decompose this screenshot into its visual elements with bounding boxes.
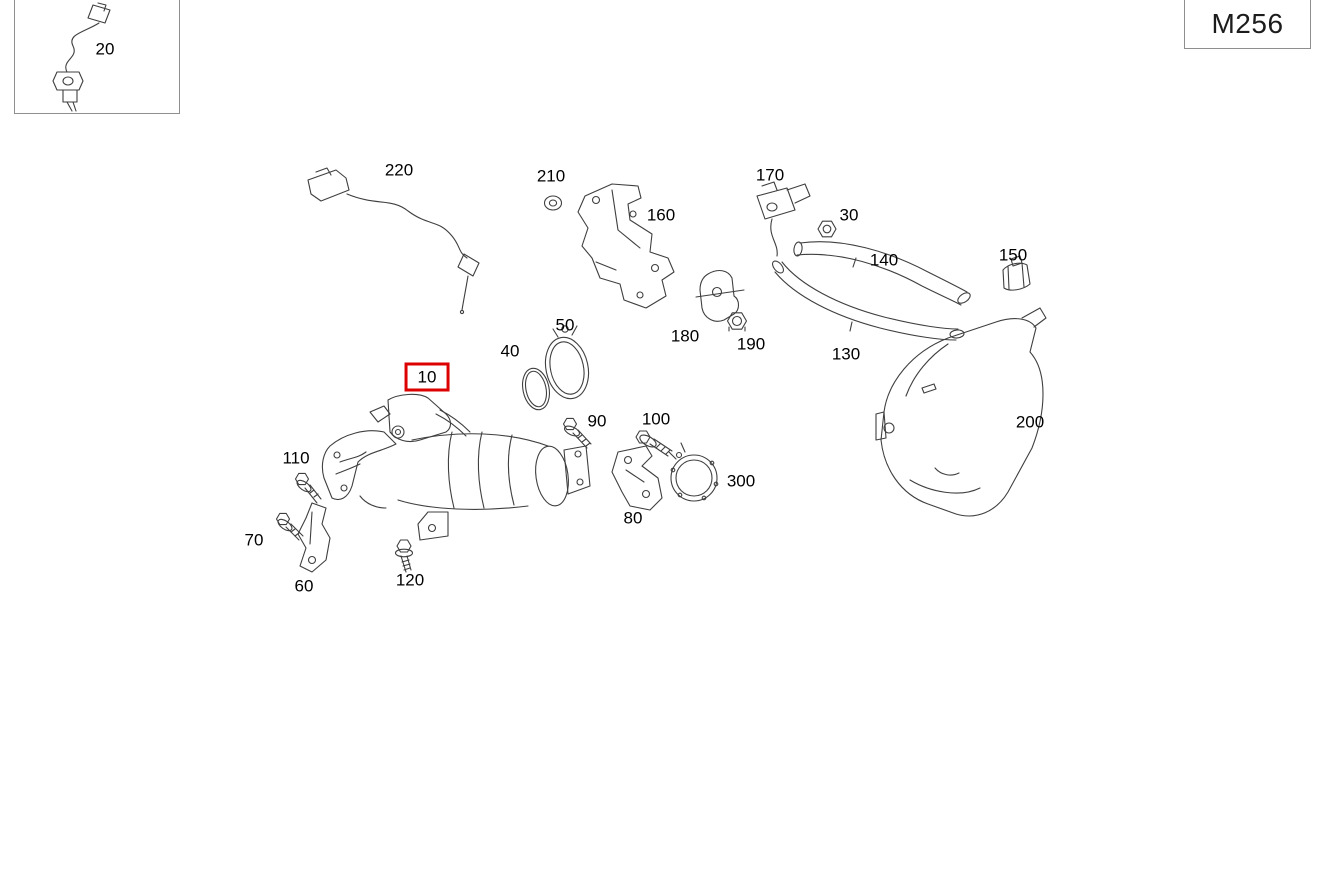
part-drawing-190[interactable] <box>726 312 748 332</box>
part-drawing-40[interactable] <box>519 366 553 412</box>
part-drawing-200[interactable] <box>875 307 1047 517</box>
part-drawing-30[interactable] <box>817 220 837 238</box>
part-drawing-110[interactable] <box>294 472 322 504</box>
part-label-30[interactable]: 30 <box>839 205 859 225</box>
part-drawing-70[interactable] <box>275 512 304 541</box>
part-drawing-60[interactable] <box>297 502 331 573</box>
part-label-60[interactable]: 60 <box>294 576 314 596</box>
part-drawing-180[interactable] <box>695 269 745 322</box>
part-label-190[interactable]: 190 <box>736 334 766 354</box>
part-label-10[interactable]: 10 <box>404 362 450 392</box>
part-label-210[interactable]: 210 <box>536 166 566 186</box>
part-drawing-130[interactable] <box>770 259 965 341</box>
part-label-40[interactable]: 40 <box>500 341 520 361</box>
part-label-140[interactable]: 140 <box>869 250 899 270</box>
part-drawing-80[interactable] <box>611 445 663 511</box>
part-label-20[interactable]: 20 <box>95 39 115 59</box>
detail-inset-box <box>14 0 180 114</box>
part-label-200[interactable]: 200 <box>1015 412 1045 432</box>
part-drawing-210[interactable] <box>543 195 563 211</box>
part-label-80[interactable]: 80 <box>623 508 643 528</box>
part-drawing-300[interactable] <box>668 442 719 502</box>
inset-part-drawing-20[interactable] <box>15 0 181 114</box>
part-drawing-160[interactable] <box>577 183 675 309</box>
part-label-150[interactable]: 150 <box>998 245 1028 265</box>
part-label-300[interactable]: 300 <box>726 471 756 491</box>
part-label-120[interactable]: 120 <box>395 570 425 590</box>
part-drawing-10[interactable] <box>321 393 591 541</box>
part-label-130[interactable]: 130 <box>831 344 861 364</box>
part-drawing-100[interactable] <box>635 430 673 457</box>
part-drawing-140[interactable] <box>793 241 972 306</box>
part-drawing-20[interactable] <box>52 2 111 112</box>
part-drawing-120[interactable] <box>394 539 414 573</box>
part-label-100[interactable]: 100 <box>641 409 671 429</box>
part-label-50[interactable]: 50 <box>555 315 575 335</box>
model-code-box: M256 <box>1184 0 1311 49</box>
part-drawing-90[interactable] <box>562 417 592 449</box>
part-drawing-150[interactable] <box>1002 255 1031 291</box>
part-label-160[interactable]: 160 <box>646 205 676 225</box>
part-drawing-220[interactable] <box>307 167 480 315</box>
part-label-170[interactable]: 170 <box>755 165 785 185</box>
part-label-90[interactable]: 90 <box>587 411 607 431</box>
part-label-70[interactable]: 70 <box>244 530 264 550</box>
model-code: M256 <box>1211 8 1284 39</box>
part-label-180[interactable]: 180 <box>670 326 700 346</box>
part-drawing-170[interactable] <box>756 181 811 257</box>
part-label-110[interactable]: 110 <box>282 448 310 468</box>
part-label-220[interactable]: 220 <box>384 160 414 180</box>
part-drawing-50[interactable] <box>540 325 594 403</box>
